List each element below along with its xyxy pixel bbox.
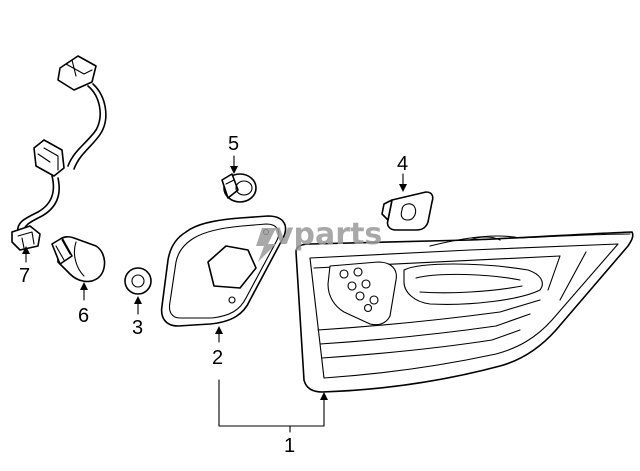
arrow-icon <box>22 246 30 254</box>
callout-1: 1 <box>284 435 295 457</box>
arrow-icon <box>230 166 238 174</box>
part-2-gasket <box>160 215 287 327</box>
arrow-icon <box>134 296 142 304</box>
logo-mark-icon <box>256 228 276 262</box>
part-6-bulb <box>51 235 106 283</box>
callout-4: 4 <box>397 153 408 175</box>
arrow-icon <box>80 282 88 290</box>
callout-5: 5 <box>228 133 239 155</box>
part-3-grommet <box>124 267 152 295</box>
arrow-icon <box>399 184 407 192</box>
callout-2: 2 <box>212 347 223 369</box>
part-1-tail-lamp <box>295 231 634 393</box>
watermark-text: vparts <box>274 217 382 252</box>
callout-7: 7 <box>19 265 30 287</box>
vparts-logo: vparts <box>256 217 382 262</box>
callout-leaders <box>22 155 407 433</box>
callout-labels: 7 6 3 5 4 2 1 <box>19 133 408 457</box>
part-5-clip <box>221 173 257 203</box>
part-7-wiring-harness <box>11 55 107 251</box>
arrow-icon <box>215 326 223 334</box>
arrow-icon <box>320 392 328 400</box>
callout-6: 6 <box>78 305 89 327</box>
part-4-socket <box>381 191 434 231</box>
callout-3: 3 <box>132 317 143 339</box>
